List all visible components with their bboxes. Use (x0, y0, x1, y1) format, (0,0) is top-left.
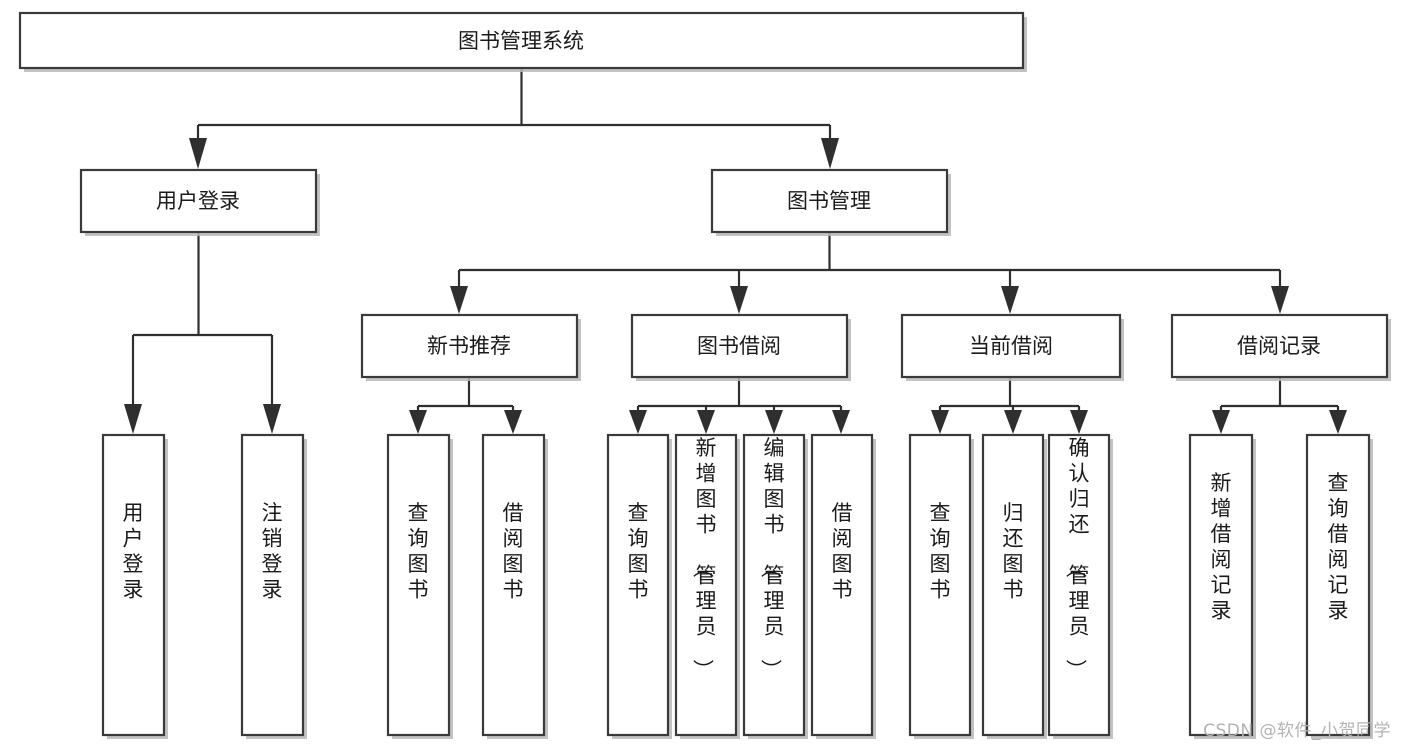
book-borrow-box (630, 313, 849, 379)
current-borrow-box (900, 313, 1122, 379)
leaf-borrow-book-borrow[interactable]: 借阅图书 (810, 433, 876, 739)
arrow-borrow-leaf-3 (765, 410, 783, 434)
leaf-edit-book-admin-box (742, 433, 806, 737)
leaf-confirm-return-admin-box (1047, 433, 1111, 737)
book-management-label: 图书管理 (787, 189, 871, 213)
node-borrow-record[interactable]: 借阅记录 (1170, 313, 1391, 381)
node-current-borrow[interactable]: 当前借阅 (900, 313, 1124, 381)
connector-layer (124, 68, 1347, 434)
leaf-add-book-admin-box (674, 433, 738, 737)
borrow-record-box (1170, 313, 1389, 379)
leaf-return-book[interactable]: 归还图书 (981, 433, 1047, 739)
leaf-query-book-current[interactable]: 查询图书 (908, 433, 974, 739)
arrow-record-leaf-2 (1329, 410, 1347, 434)
arrow-bookmgmt-to-record (1271, 286, 1289, 314)
arrow-root-to-book-mgmt (821, 138, 839, 169)
leaf-query-book-current-label: 查询图书 (930, 501, 951, 602)
leaf-logout-login-label: 注销登录 (262, 501, 283, 602)
leaf-query-borrow-record-box (1305, 433, 1371, 737)
leaf-add-book-admin[interactable]: 新增图书（管理员） (674, 433, 740, 739)
arrow-current-leaf-1 (931, 410, 949, 434)
new-book-recommend-box (360, 313, 579, 379)
leaf-user-login-label: 用户登录 (123, 501, 144, 602)
leaf-query-book-current-box (908, 433, 972, 737)
node-new-book-recommend[interactable]: 新书推荐 (360, 313, 581, 381)
leaf-query-borrow-record-label: 查询借阅记录 (1328, 471, 1349, 623)
arrow-bookmgmt-to-borrow (730, 286, 748, 314)
user-login-label: 用户登录 (156, 189, 240, 213)
leaf-borrow-book-borrow-label: 借阅图书 (832, 501, 853, 602)
leaf-add-borrow-record-label: 新增借阅记录 (1211, 471, 1232, 623)
node-user-login[interactable]: 用户登录 (79, 168, 320, 236)
node-book-management[interactable]: 图书管理 (710, 168, 951, 236)
arrow-borrow-leaf-1 (629, 410, 647, 434)
arrow-record-leaf-1 (1212, 410, 1230, 434)
leaf-query-book-newbook[interactable]: 查询图书 (386, 433, 453, 739)
arrow-bookmgmt-to-newbook (450, 286, 468, 314)
arrow-borrow-leaf-2 (697, 410, 715, 434)
leaf-query-book-borrow[interactable]: 查询图书 (606, 433, 672, 739)
current-borrow-label: 当前借阅 (969, 334, 1053, 358)
arrow-userlogin-leaf-2 (263, 404, 281, 434)
leaf-user-login[interactable]: 用户登录 (101, 433, 168, 739)
root-label: 图书管理系统 (458, 29, 584, 53)
leaf-confirm-return-admin[interactable]: 确认归还（管理员） (1047, 433, 1113, 739)
leaf-logout-login-box (240, 433, 305, 737)
leaf-query-book-borrow-box (606, 433, 670, 737)
arrow-newbook-leaf-1 (409, 410, 427, 434)
user-login-box (79, 168, 318, 234)
leaf-return-book-label: 归还图书 (1003, 501, 1024, 602)
leaf-query-borrow-record[interactable]: 查询借阅记录 (1305, 433, 1373, 739)
leaf-add-borrow-record-box (1188, 433, 1254, 737)
root-box (18, 11, 1025, 70)
leaf-add-borrow-record[interactable]: 新增借阅记录 (1188, 433, 1256, 739)
leaf-query-book-borrow-label: 查询图书 (628, 501, 649, 602)
leaf-user-login-box (101, 433, 166, 737)
leaf-confirm-return-admin-label: 确认归还（管理员） (1064, 436, 1090, 680)
book-management-box (710, 168, 949, 234)
leaf-borrow-book-newbook-label: 借阅图书 (503, 501, 524, 602)
leaf-borrow-book-newbook-box (481, 433, 546, 737)
leaf-query-book-newbook-label: 查询图书 (408, 501, 429, 602)
leaf-query-book-newbook-box (386, 433, 451, 737)
borrow-record-label: 借阅记录 (1237, 334, 1321, 358)
arrow-current-leaf-3 (1070, 410, 1088, 434)
node-book-borrow[interactable]: 图书借阅 (630, 313, 851, 381)
book-borrow-label: 图书借阅 (697, 334, 781, 358)
arrow-userlogin-leaf-1 (124, 404, 142, 434)
leaf-logout-login[interactable]: 注销登录 (240, 433, 307, 739)
new-book-recommend-label: 新书推荐 (427, 334, 511, 358)
arrow-bookmgmt-to-current (1001, 286, 1019, 314)
leaf-borrow-book-borrow-box (810, 433, 874, 737)
leaf-edit-book-admin[interactable]: 编辑图书（管理员） (742, 433, 808, 739)
leaf-add-book-admin-label: 新增图书（管理员） (691, 436, 717, 680)
arrow-current-leaf-2 (1004, 410, 1022, 434)
node-root-system[interactable]: 图书管理系统 (18, 11, 1027, 72)
arrow-newbook-leaf-2 (504, 410, 522, 434)
arrow-borrow-leaf-4 (832, 410, 850, 434)
leaf-edit-book-admin-label: 编辑图书（管理员） (759, 436, 785, 680)
arrow-root-to-user-login (189, 138, 207, 169)
leaf-borrow-book-newbook[interactable]: 借阅图书 (481, 433, 548, 739)
leaf-return-book-box (981, 433, 1045, 737)
